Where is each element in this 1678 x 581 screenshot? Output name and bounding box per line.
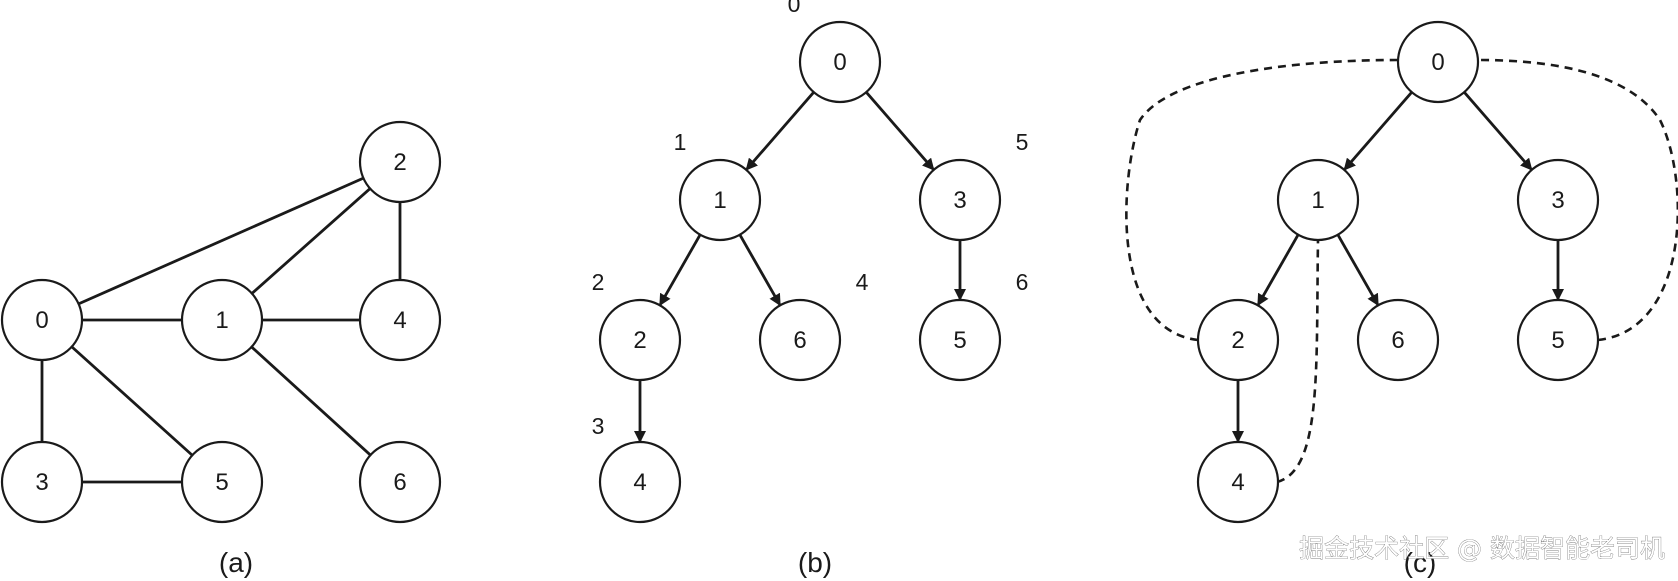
panel-a-node-2: 2 <box>358 120 442 204</box>
panel-b-node-circle <box>678 158 762 242</box>
panel-c-node-circle <box>1396 20 1480 104</box>
back-edge-5-0 <box>1477 58 1678 342</box>
tree-edge-1-2 <box>1257 234 1300 307</box>
panel-c-node-label: 2 <box>1231 327 1244 354</box>
back-edge-4-1 <box>1276 239 1320 484</box>
panel-b-node-5: 5 <box>918 298 1002 382</box>
panel-b-node-circle <box>918 158 1002 242</box>
caption-a: (a) <box>219 547 253 578</box>
edge-0-5 <box>70 345 194 457</box>
panel-b-node-circle <box>798 20 882 104</box>
panel-b-node-circle <box>758 298 842 382</box>
panel-c-node-label: 4 <box>1231 469 1244 496</box>
panel-b-node-2: 2 <box>598 298 682 382</box>
visit-order-label: 4 <box>856 269 869 295</box>
panel-b-node-circle <box>918 298 1002 382</box>
panel-c-node-label: 3 <box>1551 187 1564 214</box>
panel-c-node-4: 4 <box>1196 440 1280 524</box>
panel-a-node-circle <box>180 278 264 362</box>
panel-b-dfs-tree: 0 1 3 2 6 5 4 0 1 2 5 3 6 4 <box>592 0 1029 524</box>
edge-0-2 <box>78 176 364 306</box>
panel-a-node-5: 5 <box>180 440 264 524</box>
panel-c-node-circle <box>1356 298 1440 382</box>
panel-b-node-4: 4 <box>598 440 682 524</box>
tree-edge-0-3 <box>1463 91 1533 171</box>
panel-a-node-1: 1 <box>180 278 264 362</box>
panel-c-node-circle <box>1516 298 1600 382</box>
visit-order-label: 3 <box>592 413 605 439</box>
visit-order-label: 0 <box>788 0 801 17</box>
panel-b-node-0: 0 <box>798 20 882 104</box>
panel-a-node-label: 6 <box>393 469 406 496</box>
tree-edge-1-2 <box>659 234 702 307</box>
panel-b-node-circle <box>598 440 682 524</box>
caption-c: (c) <box>1404 547 1437 578</box>
panel-c-node-label: 6 <box>1391 327 1404 354</box>
panel-a-node-6: 6 <box>358 440 442 524</box>
tree-edge-0-3 <box>865 91 935 171</box>
panel-b-node-label: 5 <box>953 327 966 354</box>
panel-c-node-3: 3 <box>1516 158 1600 242</box>
panel-b-node-6: 6 <box>758 298 842 382</box>
tree-edge-1-6 <box>1336 234 1379 307</box>
visit-order-label: 6 <box>1016 269 1029 295</box>
tree-edge-1-6 <box>738 234 781 307</box>
edge-1-2 <box>250 187 372 295</box>
panel-a-node-circle <box>0 440 84 524</box>
panel-b-node-circle <box>598 298 682 382</box>
panel-a-node-circle <box>358 120 442 204</box>
panel-a-node-circle <box>358 278 442 362</box>
panel-c-node-2: 2 <box>1196 298 1280 382</box>
panel-c-node-label: 1 <box>1311 187 1324 214</box>
panel-c-node-0: 0 <box>1396 20 1480 104</box>
panel-c-node-label: 5 <box>1551 327 1564 354</box>
panel-c-node-circle <box>1196 298 1280 382</box>
panel-b-node-label: 2 <box>633 327 646 354</box>
panel-a-node-label: 0 <box>35 307 48 334</box>
visit-order-label: 5 <box>1016 129 1029 155</box>
caption-b: (b) <box>798 547 832 578</box>
panel-a-node-label: 2 <box>393 149 406 176</box>
visit-order-label: 2 <box>592 269 605 295</box>
panel-b-node-label: 0 <box>833 49 846 76</box>
panel-b-node-1: 1 <box>678 158 762 242</box>
panel-c-node-1: 1 <box>1276 158 1360 242</box>
tree-edge-0-1 <box>745 91 815 171</box>
panel-a-node-0: 0 <box>0 278 84 362</box>
panel-a-node-circle <box>180 440 264 524</box>
edge-1-6 <box>250 345 372 457</box>
back-edge-2-0 <box>1125 58 1399 342</box>
panel-a-node-3: 3 <box>0 440 84 524</box>
panel-c-node-5: 5 <box>1516 298 1600 382</box>
panel-a-node-4: 4 <box>358 278 442 362</box>
panel-b-node-label: 1 <box>713 187 726 214</box>
panel-a-node-circle <box>358 440 442 524</box>
panel-c-dfs-tree-with-back-edges: 0 1 3 2 6 5 4 <box>1125 20 1678 524</box>
panel-c-node-circle <box>1516 158 1600 242</box>
watermark: 掘金技术社区 @ 数据智能老司机 <box>1299 534 1665 563</box>
panel-a-node-label: 5 <box>215 469 228 496</box>
panel-a-node-label: 3 <box>35 469 48 496</box>
panel-c-node-label: 0 <box>1431 49 1444 76</box>
panel-a-undirected-graph: 0 1 2 3 4 5 6 <box>0 120 442 524</box>
panel-a-node-label: 4 <box>393 307 406 334</box>
panel-b-node-label: 6 <box>793 327 806 354</box>
tree-edge-0-1 <box>1343 91 1413 171</box>
panel-c-node-circle <box>1276 158 1360 242</box>
panel-b-node-label: 4 <box>633 469 646 496</box>
panel-a-node-label: 1 <box>215 307 228 334</box>
panel-b-node-3: 3 <box>918 158 1002 242</box>
panel-c-node-circle <box>1196 440 1280 524</box>
panel-a-node-circle <box>0 278 84 362</box>
panel-b-node-label: 3 <box>953 187 966 214</box>
panel-c-node-6: 6 <box>1356 298 1440 382</box>
visit-order-label: 1 <box>674 129 687 155</box>
